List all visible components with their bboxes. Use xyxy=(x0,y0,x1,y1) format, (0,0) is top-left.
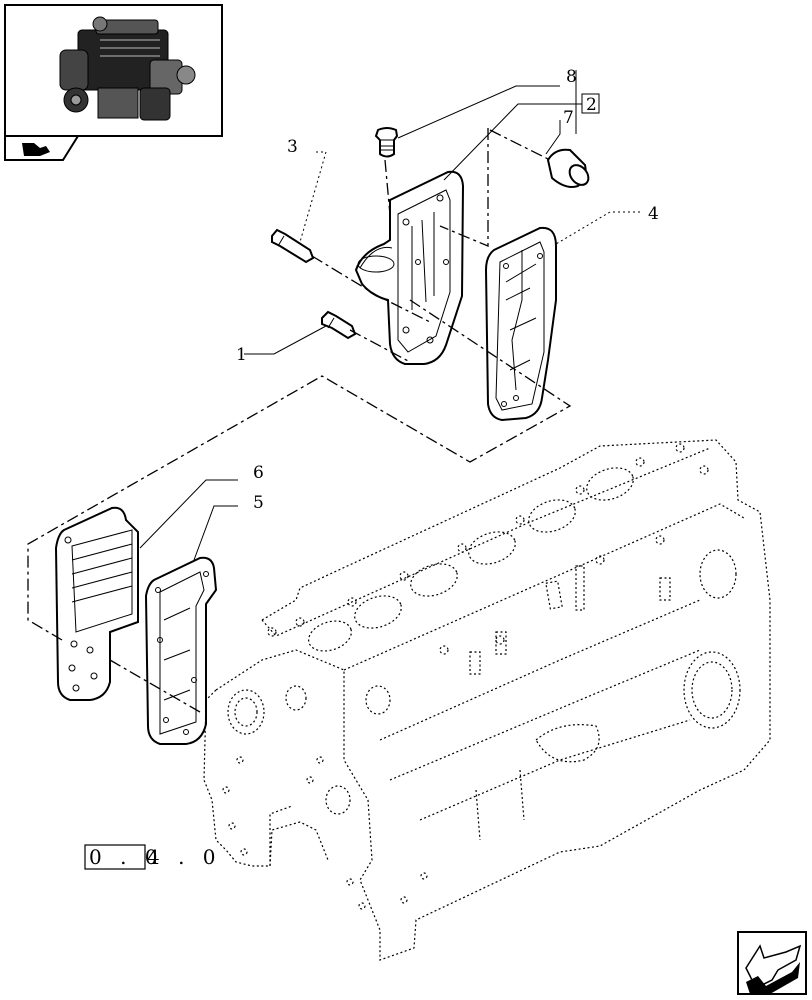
section-reference[interactable]: 0 . 0 4 . 0 xyxy=(84,844,222,870)
callout-5: 5 xyxy=(253,493,264,513)
callout-2-box xyxy=(581,93,600,114)
next-page-arrow-icon[interactable] xyxy=(737,931,807,995)
callout-6: 6 xyxy=(253,463,264,483)
engine-block-phantom xyxy=(203,439,771,961)
reference-box xyxy=(84,844,146,870)
assembly-lines xyxy=(27,128,572,713)
callout-1: 1 xyxy=(236,345,247,365)
reference-boxed-text: 0 . 0 xyxy=(89,845,164,869)
pointer-tab-icon[interactable] xyxy=(4,135,80,161)
callout-2: 2 xyxy=(586,95,597,115)
filter-support-part-2 xyxy=(354,170,465,365)
screw-part-1 xyxy=(321,310,357,340)
callout-7: 7 xyxy=(563,108,574,128)
gasket-part-4 xyxy=(484,226,557,422)
plug-part-7 xyxy=(546,148,590,188)
reference-rest-text: 4 . 0 xyxy=(147,845,222,869)
plug-part-8 xyxy=(374,127,399,158)
callout-8: 8 xyxy=(566,67,577,87)
callout-3: 3 xyxy=(287,137,298,157)
cooler-gasket-part-5 xyxy=(144,556,218,745)
callout-labels: 8 2 7 3 4 1 6 5 xyxy=(236,67,659,513)
oil-cooler-part-6 xyxy=(54,506,139,701)
engine-thumbnail-icon[interactable] xyxy=(4,4,223,137)
callout-4: 4 xyxy=(648,204,659,224)
leader-lines xyxy=(139,70,640,561)
screw-part-3 xyxy=(271,228,315,264)
